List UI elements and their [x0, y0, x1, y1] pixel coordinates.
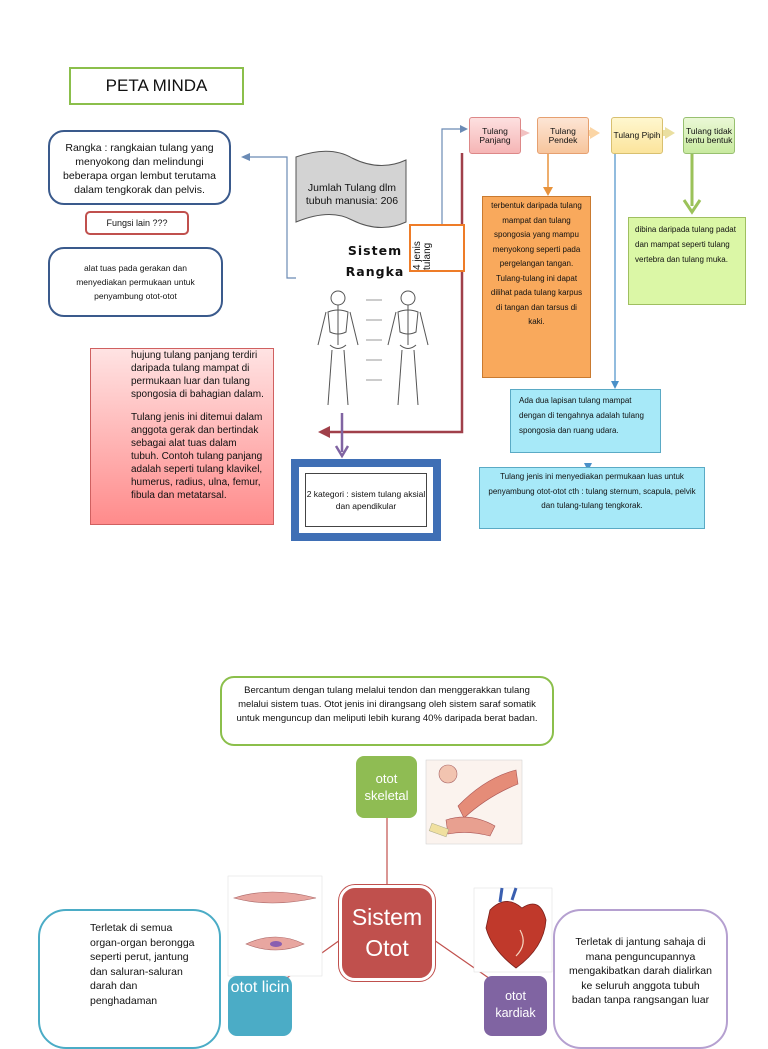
otot-licin-node: otot licin — [228, 976, 292, 1036]
skeleton-illustration — [317, 290, 429, 406]
chevron-tulang-tidak-tentu: Tulang tidak tentu bentuk — [683, 117, 735, 154]
jenis-tulang-box: 4 jenis tulang — [409, 224, 465, 272]
tulang-panjang-p1: hujung tulang panjang terdiri daripada t… — [131, 350, 264, 400]
fungsi-text: alat tuas pada gerakan dan menyediakan p… — [76, 263, 195, 301]
tulang-pendek-desc: terbentuk daripada tulang mampat dan tul… — [482, 196, 591, 378]
jenis-tulang-text: 4 jenis tulang — [412, 241, 433, 270]
tulang-panjang-desc: hujung tulang panjang terdiri daripada t… — [90, 348, 274, 525]
chevron-tulang-pipih: Tulang Pipih — [611, 117, 663, 154]
tulang-pipih-desc-2: Tulang jenis ini menyediakan permukaan l… — [479, 467, 705, 529]
sistem-rangka-title: Sistem Rangka — [340, 240, 410, 282]
connector-rangka-def — [243, 156, 296, 279]
sistem-rangka-line1: Sistem — [347, 243, 403, 258]
fungsi-box: alat tuas pada gerakan dan menyediakan p… — [48, 247, 223, 317]
connector-layer — [227, 125, 702, 991]
kategori-box: 2 kategori : sistem tulang aksial dan ap… — [291, 459, 441, 541]
page-title: PETA MINDA — [69, 67, 244, 105]
heart-illustration — [473, 887, 553, 973]
otot-skeletal-node: otot skeletal — [356, 756, 417, 818]
sistem-otot-center: Sistem Otot — [339, 885, 435, 981]
smooth-muscle-illustration — [227, 875, 323, 977]
tulang-panjang-p2: Tulang jenis ini ditemui dalam anggota g… — [131, 412, 263, 501]
arrowhead-pendek — [543, 187, 553, 196]
tulang-pipih-desc-1: Ada dua lapisan tulang mampat dengan di … — [510, 389, 661, 453]
skeletal-muscle-illustration — [425, 759, 523, 845]
scroll-banner — [295, 150, 407, 228]
kategori-text: 2 kategori : sistem tulang aksial dan ap… — [305, 473, 427, 527]
tulang-tidak-tentu-desc: dibina daripada tulang padat dan mampat … — [628, 217, 746, 305]
jumlah-tulang-text: Jumlah Tulang dlm tubuh manusia: 206 — [305, 182, 399, 207]
arrowhead-panjang — [318, 426, 330, 438]
otot-kardiak-node: otot kardiak — [484, 976, 547, 1036]
fungsi-label: Fungsi lain ??? — [85, 211, 189, 235]
arrowhead-def — [241, 153, 250, 161]
sistem-rangka-line2: Rangka — [345, 264, 405, 279]
arrowhead-chevron — [460, 125, 468, 133]
otot-licin-desc: Terletak di semua organ-organ berongga s… — [38, 909, 221, 1049]
otot-kardiak-desc: Terletak di jantung sahaja di mana pengu… — [553, 909, 728, 1049]
arrowhead-pipih — [611, 381, 619, 389]
arrowhead-kategori — [334, 445, 350, 459]
chevron-tulang-pendek: Tulang Pendek — [537, 117, 589, 154]
otot-skeletal-desc: Bercantum dengan tulang melalui tendon d… — [220, 676, 554, 746]
connector-jenis-chevron — [441, 128, 466, 224]
chevron-tulang-panjang: Tulang Panjang — [469, 117, 521, 154]
rangka-definition: Rangka : rangkaian tulang yang menyokong… — [48, 130, 231, 205]
chevron-arrow-1 — [521, 129, 530, 137]
chevron-arrow-3 — [660, 127, 675, 139]
arrowhead-tidak-tentu — [682, 199, 702, 215]
